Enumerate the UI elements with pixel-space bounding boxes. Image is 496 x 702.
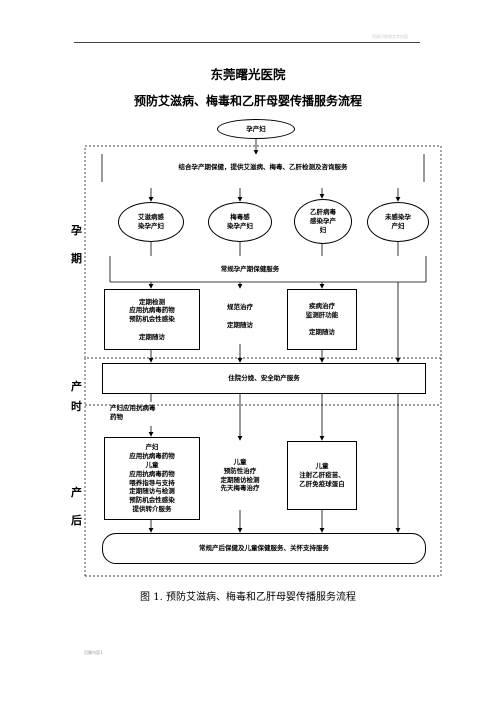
header-rule xyxy=(74,42,420,43)
hepb-infected-women-node: 乙肝病毒 感染孕产 妇 xyxy=(294,199,352,244)
hepb-postpartum-box: 儿童 注射乙肝疫苗、 乙肝免疫球蛋白 xyxy=(287,441,357,510)
header-watermark: 页眉可修改文字内容 xyxy=(372,34,408,39)
flowchart-title: 预防艾滋病、梅毒和乙肝母婴传播服务流程 xyxy=(133,94,362,108)
hepb-prenatal-box: 疾病治疗 监测肝功能 定期随访 xyxy=(287,289,357,350)
syphilis-prenatal-box: 规范治疗 定期随访 xyxy=(207,289,273,344)
postpartum-service-band: 常规产后保健及儿童保健服务、关怀支持服务 xyxy=(102,533,426,564)
page-footer: 页脚内容1 xyxy=(84,650,103,655)
prenatal-testing-service: 结合孕产期保健，提供艾滋病、梅毒、乙肝检测及咨询服务 xyxy=(178,163,348,171)
figure-caption: 图 1. 预防艾滋病、梅毒和乙肝母婴传播服务流程 xyxy=(140,592,356,603)
hospital-title: 东莞曙光医院 xyxy=(210,67,286,82)
pregnant-women-start-node: 孕产妇 xyxy=(217,119,295,139)
hiv-infected-women-node: 艾滋病感 染孕产妇 xyxy=(118,202,184,242)
hiv-postpartum-box: 产妇 应用抗病毒药物 儿童 应用抗病毒药物 喂养指导与支持 定期随访与检测 预防… xyxy=(104,437,200,520)
syphilis-postpartum-box: 儿童 预防性治疗 定期随访检测 先天梅毒治疗 xyxy=(207,441,273,510)
delivery-service-band: 住院分娩、安全助产服务 xyxy=(102,363,426,394)
hiv-prenatal-box: 定期检测 应用抗病毒药物 预防机会性感染 定期随访 xyxy=(104,289,200,350)
stage-pregnancy-char-1: 孕 xyxy=(71,224,82,237)
routine-prenatal-care: 常规孕产期保健服务 xyxy=(220,265,280,273)
stage-pregnancy-char-2: 期 xyxy=(71,252,82,265)
stage-delivery-char-1: 产 xyxy=(71,380,82,393)
stage-delivery-char-2: 时 xyxy=(71,400,82,413)
uninfected-women-node: 未感染孕 产妇 xyxy=(367,202,429,242)
stage-postpartum-char-2: 后 xyxy=(71,514,82,527)
delivery-antiviral-note: 产妇应用抗病毒 药物 xyxy=(110,404,156,421)
stage-postpartum-char-1: 产 xyxy=(71,486,82,499)
syphilis-infected-women-node: 梅毒感 染孕产妇 xyxy=(208,202,272,242)
